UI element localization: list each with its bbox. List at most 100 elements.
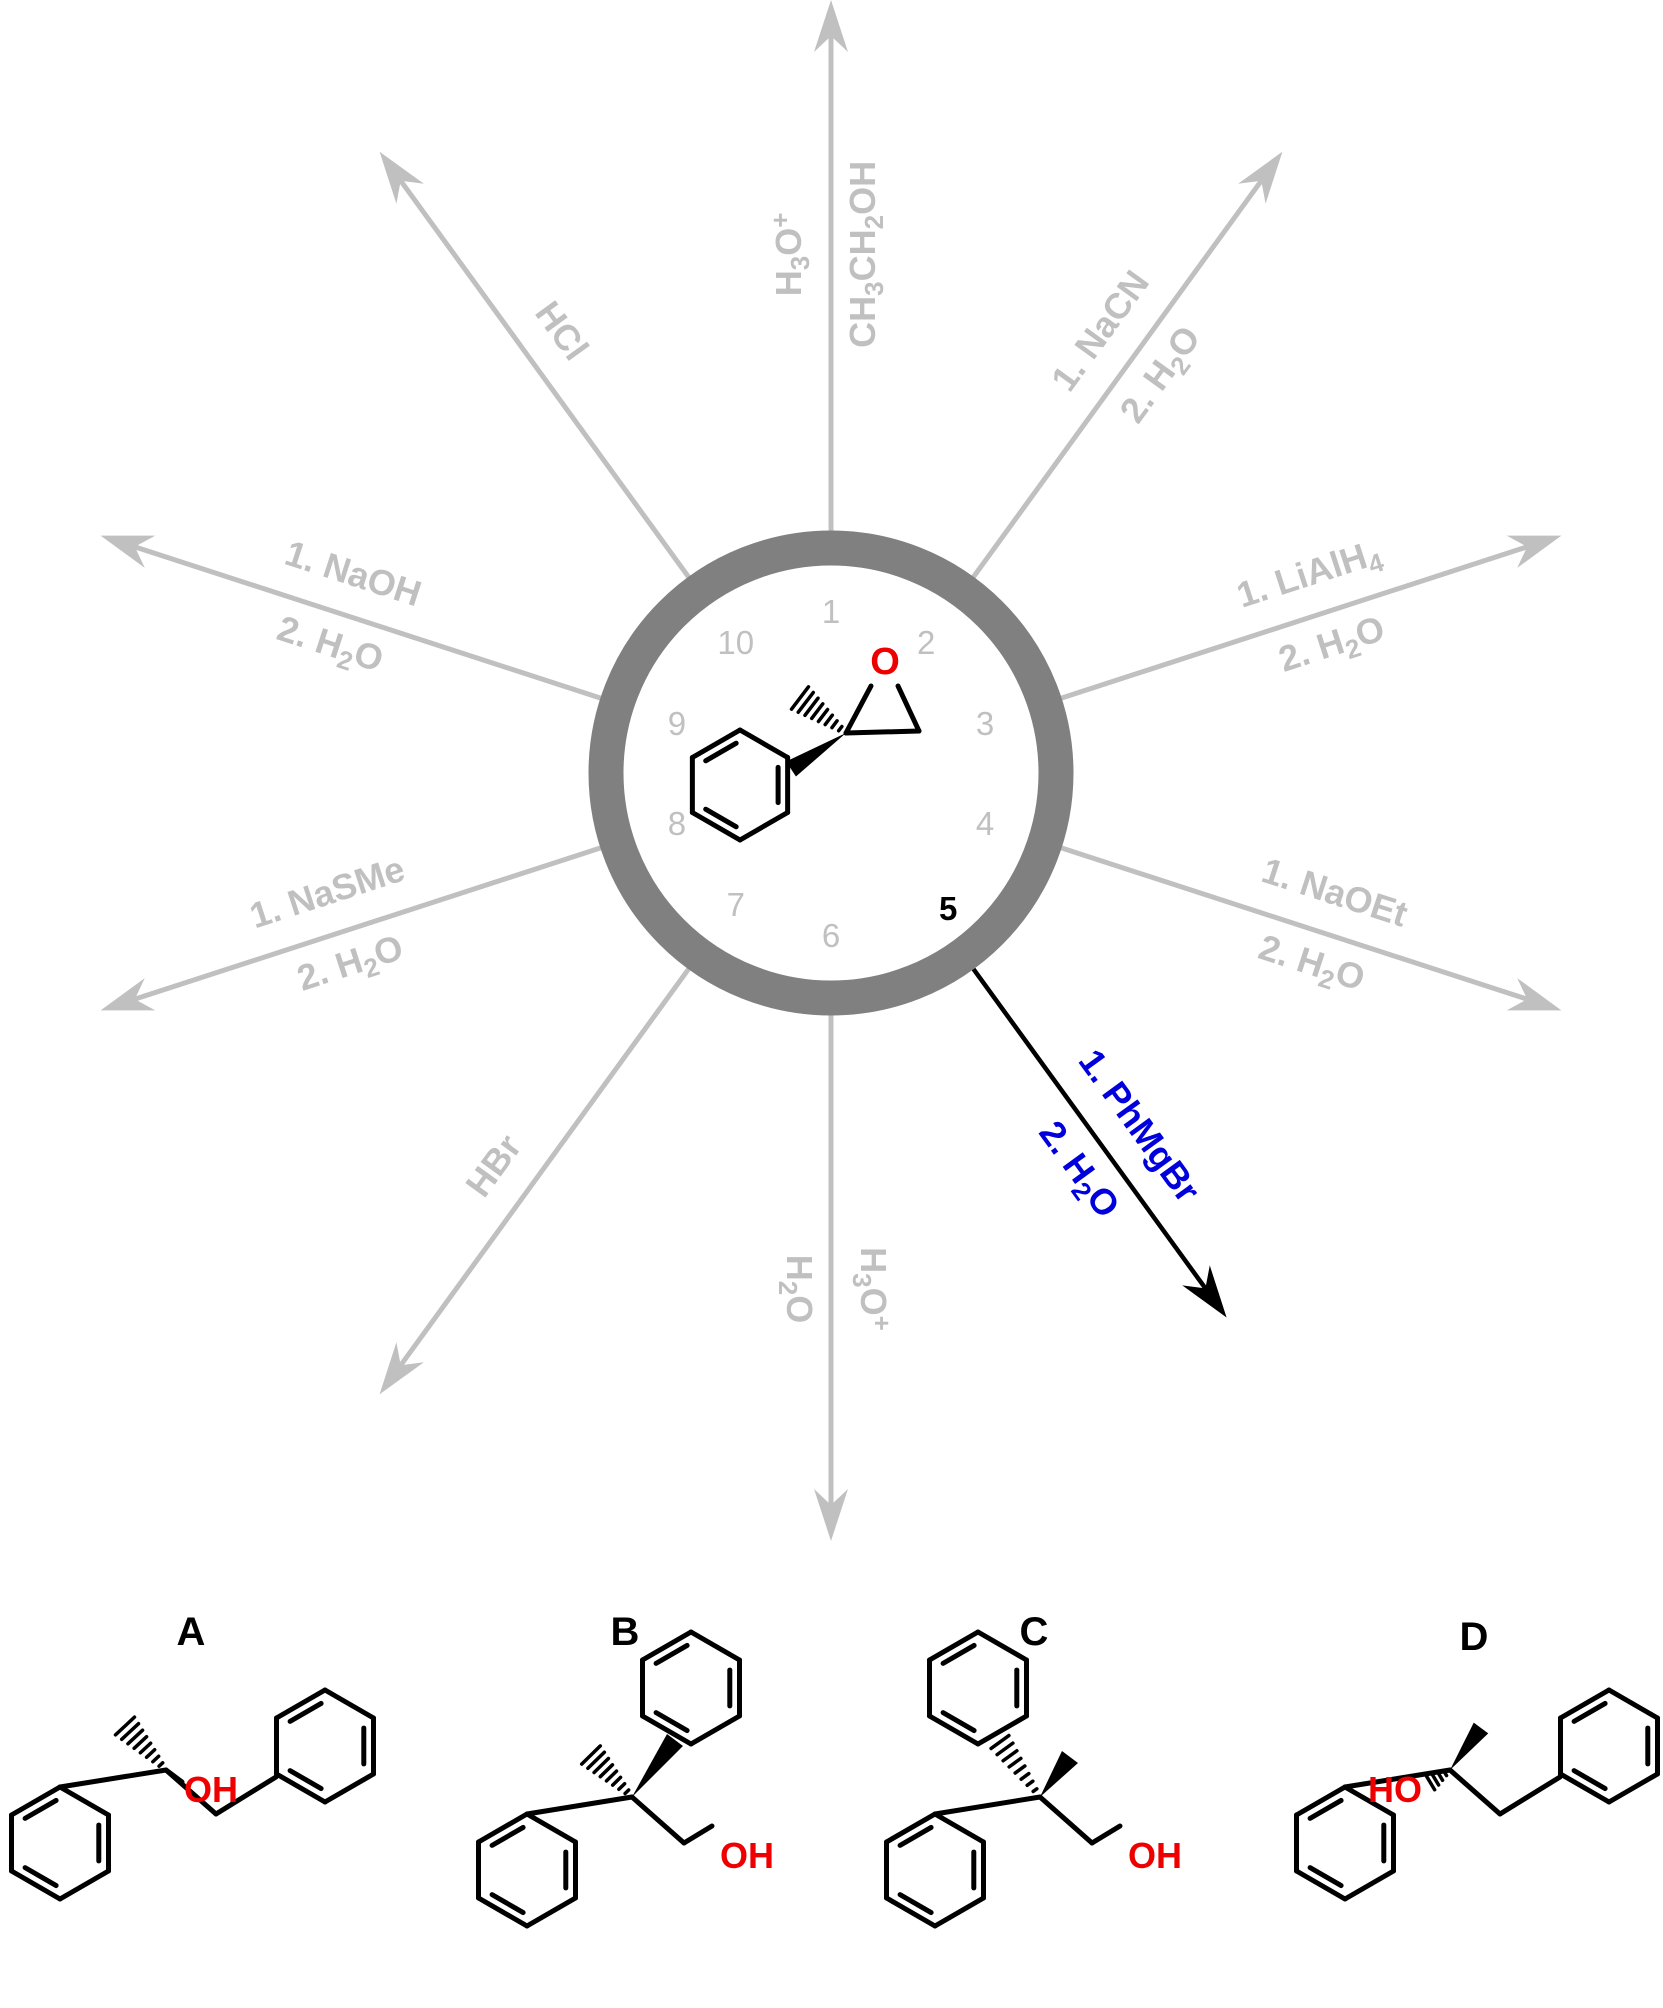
arrow-shaft	[1059, 845, 1536, 1004]
reagent-label-7: HBr	[457, 1127, 529, 1205]
bond	[57, 1767, 169, 1790]
bond	[1089, 1823, 1123, 1846]
wheel-number-4: 4	[976, 805, 994, 842]
answer-c[interactable]: C OH	[884, 1610, 1182, 1929]
arrow-head	[814, 0, 848, 52]
ring-double-bond	[287, 1700, 324, 1724]
arrow-shaft	[126, 542, 603, 701]
reaction-arrow-7[interactable]	[379, 967, 691, 1395]
wheel-number-8: 8	[668, 805, 686, 842]
ring-bond	[932, 1895, 986, 1929]
ring-bond	[1558, 1771, 1612, 1805]
hash-bond	[1423, 1772, 1437, 1792]
wheel-number-1: 1	[822, 593, 840, 630]
answer-b-hydroxyl: OH	[720, 1835, 774, 1876]
answer-a[interactable]: A OH	[9, 1610, 376, 1902]
answer-a-hydroxyl: OH	[184, 1769, 238, 1810]
wheel-number-5: 5	[939, 890, 957, 927]
hash-bond	[604, 1769, 619, 1783]
center-epoxide-molecule: O	[689, 641, 922, 843]
ring-double-bond	[940, 1642, 977, 1666]
bond	[1037, 1794, 1095, 1846]
reaction-arrow-6[interactable]	[814, 1013, 848, 1541]
reagent-line: 2. H2O	[1027, 1113, 1129, 1228]
reaction-arrow-9[interactable]	[100, 535, 603, 701]
ring-double-bond	[653, 1710, 690, 1734]
ring-bond	[927, 1713, 981, 1747]
reaction-arrow-2[interactable]	[971, 151, 1283, 579]
ring-bond	[322, 1687, 376, 1721]
ring-double-bond	[489, 1892, 526, 1916]
answer-b[interactable]: B OH	[476, 1610, 774, 1929]
wedge-bond	[1450, 1722, 1489, 1770]
reaction-arrow-3[interactable]	[1059, 535, 1562, 701]
hash-bond	[592, 1756, 611, 1775]
ring-double-bond	[703, 806, 739, 830]
reaction-wheel-ring	[588, 530, 1074, 1016]
hash-bond	[598, 1763, 615, 1779]
reagent-line: H3O+	[847, 1247, 896, 1331]
hash-bond	[995, 1741, 1015, 1757]
reaction-arrow-8[interactable]	[100, 845, 603, 1011]
hash-bond	[151, 1754, 161, 1764]
arrow-head	[1238, 151, 1283, 204]
arrow-head	[814, 1489, 848, 1541]
hash-bond	[144, 1748, 157, 1759]
hash-bond	[113, 1715, 137, 1737]
ring-bond	[57, 1868, 111, 1902]
bond	[843, 728, 922, 736]
reaction-arrow-10[interactable]	[379, 151, 691, 579]
hash-bond	[823, 713, 835, 727]
arrow-shaft	[394, 967, 691, 1373]
ring-bond	[322, 1771, 376, 1805]
hash-bond	[1031, 1787, 1039, 1794]
ring-bond	[1342, 1784, 1396, 1818]
hash-bond	[789, 685, 811, 711]
answer-d-structure	[1294, 1687, 1660, 1902]
ring-bond	[927, 1629, 981, 1663]
reagent-label-10: HCl	[527, 293, 597, 367]
ring-bond	[1294, 1868, 1348, 1902]
arrow-shaft	[1059, 542, 1536, 701]
reaction-arrow-5[interactable]	[971, 967, 1227, 1318]
ring-bond	[737, 727, 791, 760]
hash-bond	[610, 1775, 623, 1787]
ring-double-bond	[287, 1768, 324, 1792]
reagent-line: HCl	[527, 293, 597, 367]
arrow-head	[100, 978, 156, 1011]
ring-bond	[1606, 1771, 1660, 1805]
reagent-line: H3O+	[765, 213, 814, 297]
ring-bond	[274, 1771, 328, 1805]
ring-bond	[476, 1895, 530, 1929]
hash-bond	[157, 1761, 165, 1768]
hash-bond	[1435, 1769, 1445, 1783]
arrow-shaft	[971, 967, 1212, 1296]
ring-bond	[1342, 1868, 1396, 1902]
ring-double-bond	[1571, 1700, 1608, 1724]
ring-double-bond	[22, 1797, 59, 1821]
answer-d-letter: D	[1460, 1615, 1489, 1659]
ring-bond	[9, 1784, 63, 1818]
hash-bond	[816, 707, 830, 724]
arrow-head	[100, 535, 156, 568]
reagent-label-1: H3O+ CH3CH2OH	[765, 161, 888, 348]
hash-bond	[586, 1750, 607, 1771]
wheel-number-10: 10	[717, 624, 754, 661]
reaction-arrow-1[interactable]	[814, 0, 848, 533]
answer-d-hydroxyl: HO	[1368, 1769, 1422, 1810]
answer-a-structure	[9, 1687, 376, 1902]
bond	[895, 683, 922, 734]
ring-double-bond	[897, 1892, 934, 1916]
answer-d[interactable]: D HO	[1294, 1615, 1660, 1902]
ring-bond	[975, 1713, 1029, 1747]
reagent-line: 2. H2O	[1252, 926, 1370, 1004]
reagent-line: CH3CH2OH	[842, 161, 889, 348]
reagent-line: 2. H2O	[1274, 607, 1392, 685]
reaction-arrow-4[interactable]	[1059, 845, 1562, 1011]
hash-bond	[989, 1733, 1011, 1751]
hash-bond	[796, 690, 815, 714]
